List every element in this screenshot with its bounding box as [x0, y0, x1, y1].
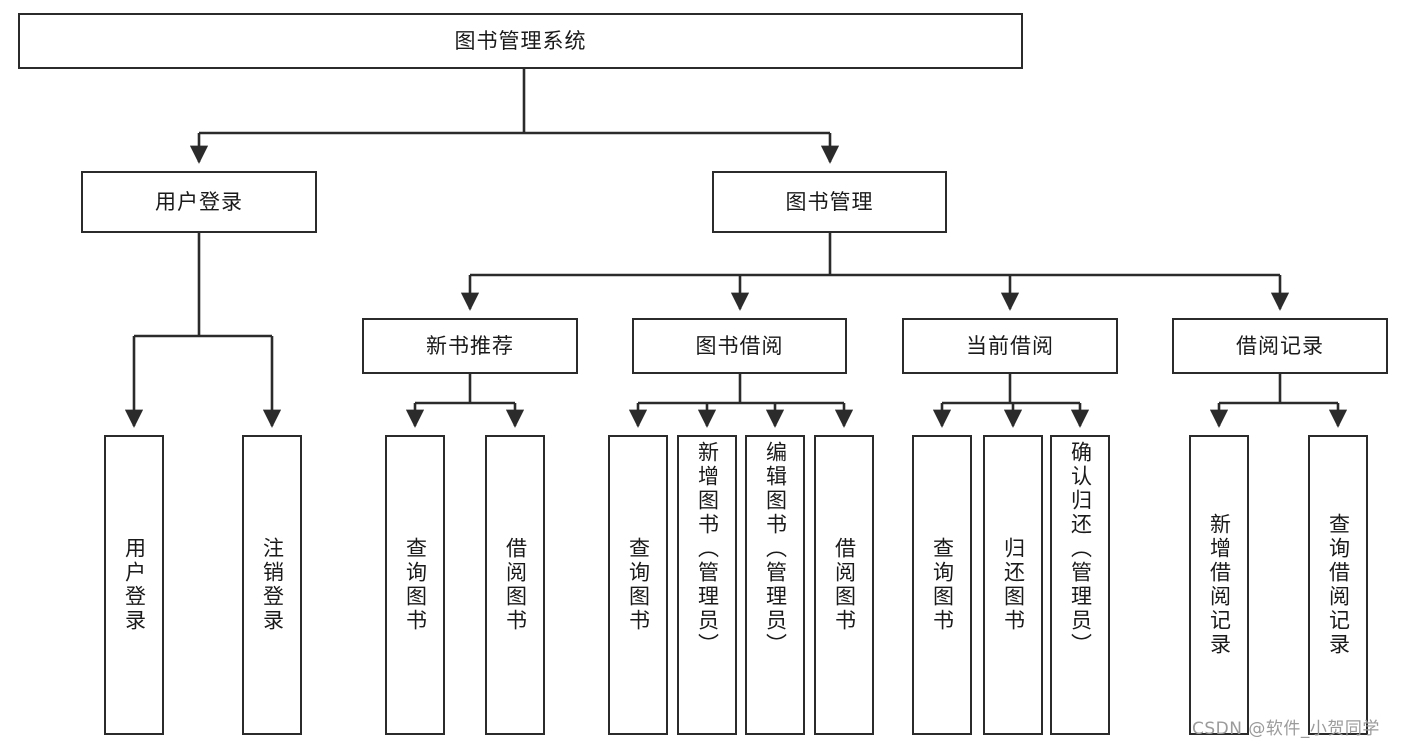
node-leaf-query-book-3[interactable]: 查询图书	[912, 435, 972, 735]
node-label: 新增图书（管理员）	[695, 441, 720, 657]
node-label: 图书管理系统	[454, 28, 587, 53]
node-label: 查询图书	[626, 537, 651, 633]
node-leaf-return-book[interactable]: 归还图书	[983, 435, 1043, 735]
node-label: 编辑图书（管理员）	[763, 441, 788, 657]
node-label: 查询借阅记录	[1326, 513, 1351, 657]
node-leaf-user-login[interactable]: 用户登录	[104, 435, 164, 735]
watermark-text: CSDN @软件_小贺同学	[1192, 719, 1380, 739]
node-label: 借阅记录	[1236, 333, 1324, 358]
node-leaf-logout[interactable]: 注销登录	[242, 435, 302, 735]
node-label: 归还图书	[1001, 537, 1026, 633]
node-label: 借阅图书	[832, 537, 857, 633]
node-label: 用户登录	[122, 537, 147, 633]
node-leaf-add-record[interactable]: 新增借阅记录	[1189, 435, 1249, 735]
node-borrow-record[interactable]: 借阅记录	[1172, 318, 1388, 374]
node-user-login[interactable]: 用户登录	[81, 171, 317, 233]
node-new-book-recommend[interactable]: 新书推荐	[362, 318, 578, 374]
node-leaf-confirm-return[interactable]: 确认归还（管理员）	[1050, 435, 1110, 735]
node-label: 当前借阅	[966, 333, 1054, 358]
node-leaf-edit-book[interactable]: 编辑图书（管理员）	[745, 435, 805, 735]
node-label: 借阅图书	[503, 537, 528, 633]
node-leaf-query-book-1[interactable]: 查询图书	[385, 435, 445, 735]
node-current-borrow[interactable]: 当前借阅	[902, 318, 1118, 374]
node-label: 查询图书	[403, 537, 428, 633]
node-root[interactable]: 图书管理系统	[18, 13, 1023, 69]
node-label: 注销登录	[260, 537, 285, 633]
node-label: 查询图书	[930, 537, 955, 633]
node-label: 确认归还（管理员）	[1068, 441, 1093, 657]
node-book-borrow[interactable]: 图书借阅	[632, 318, 847, 374]
node-book-manage[interactable]: 图书管理	[712, 171, 947, 233]
node-leaf-borrow-book-2[interactable]: 借阅图书	[814, 435, 874, 735]
node-label: 新书推荐	[426, 333, 514, 358]
node-leaf-add-book[interactable]: 新增图书（管理员）	[677, 435, 737, 735]
node-label: 图书借阅	[695, 333, 784, 358]
node-leaf-query-record[interactable]: 查询借阅记录	[1308, 435, 1368, 735]
node-label: 图书管理	[785, 189, 874, 214]
node-leaf-query-book-2[interactable]: 查询图书	[608, 435, 668, 735]
node-label: 用户登录	[155, 189, 243, 214]
node-leaf-borrow-book-1[interactable]: 借阅图书	[485, 435, 545, 735]
node-label: 新增借阅记录	[1207, 513, 1232, 657]
